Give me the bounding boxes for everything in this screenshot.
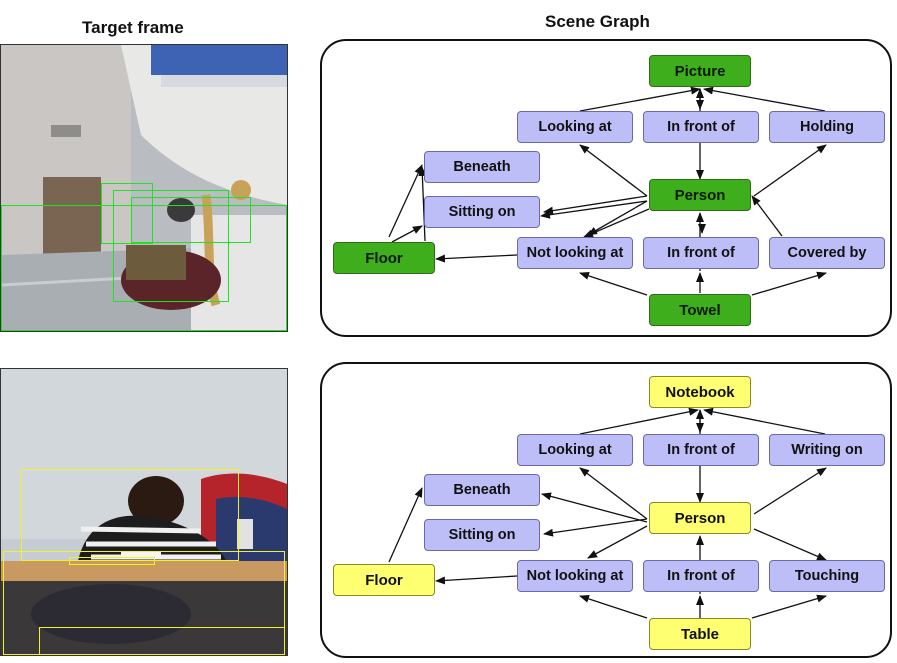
bbox-towel [131,197,251,243]
relation-node-top-left: Looking at [517,434,633,466]
relation-node-bottom-left: Not looking at [517,560,633,592]
relation-node-top-mid: In front of [643,434,759,466]
relation-node-bottom-mid: In front of [643,560,759,592]
bbox-notebook [69,557,155,565]
object-node-center: Person [649,502,751,534]
relation-node-sitting-on: Sitting on [424,196,540,228]
bbox-person [113,190,229,302]
relation-node-top-mid: In front of [643,111,759,143]
relation-node-bottom-right: Touching [769,560,885,592]
object-node-top: Picture [649,55,751,87]
scene-graph-panel-2: Notebook Looking at In front of Writing … [320,362,892,658]
relation-node-bottom-left: Not looking at [517,237,633,269]
relation-node-top-right: Writing on [769,434,885,466]
target-frame-2 [0,368,288,656]
relation-node-beneath: Beneath [424,151,540,183]
bbox-picture [101,183,153,244]
object-node-bottom: Table [649,618,751,650]
frame-1-image [1,45,287,331]
bbox-floor [1,205,287,331]
relation-node-sitting-on: Sitting on [424,519,540,551]
bbox-person [21,469,239,561]
object-node-left: Floor [333,564,435,596]
relation-node-bottom-mid: In front of [643,237,759,269]
relation-node-beneath: Beneath [424,474,540,506]
bbox-floor [39,627,285,655]
object-node-top: Notebook [649,376,751,408]
relation-node-bottom-right: Covered by [769,237,885,269]
target-frame-1 [0,44,288,332]
object-node-left: Floor [333,242,435,274]
scene-graph-heading: Scene Graph [545,12,650,31]
graph-1-edges [388,86,827,296]
relation-node-top-right: Holding [769,111,885,143]
object-node-center: Person [649,179,751,211]
object-node-bottom: Towel [649,294,751,326]
frame-2-image [1,369,287,655]
relation-node-top-left: Looking at [517,111,633,143]
target-frame-heading: Target frame [82,18,184,37]
scene-graph-panel-1: Picture Looking at In front of Holding B… [320,39,892,337]
graph-2-edges [388,407,827,619]
